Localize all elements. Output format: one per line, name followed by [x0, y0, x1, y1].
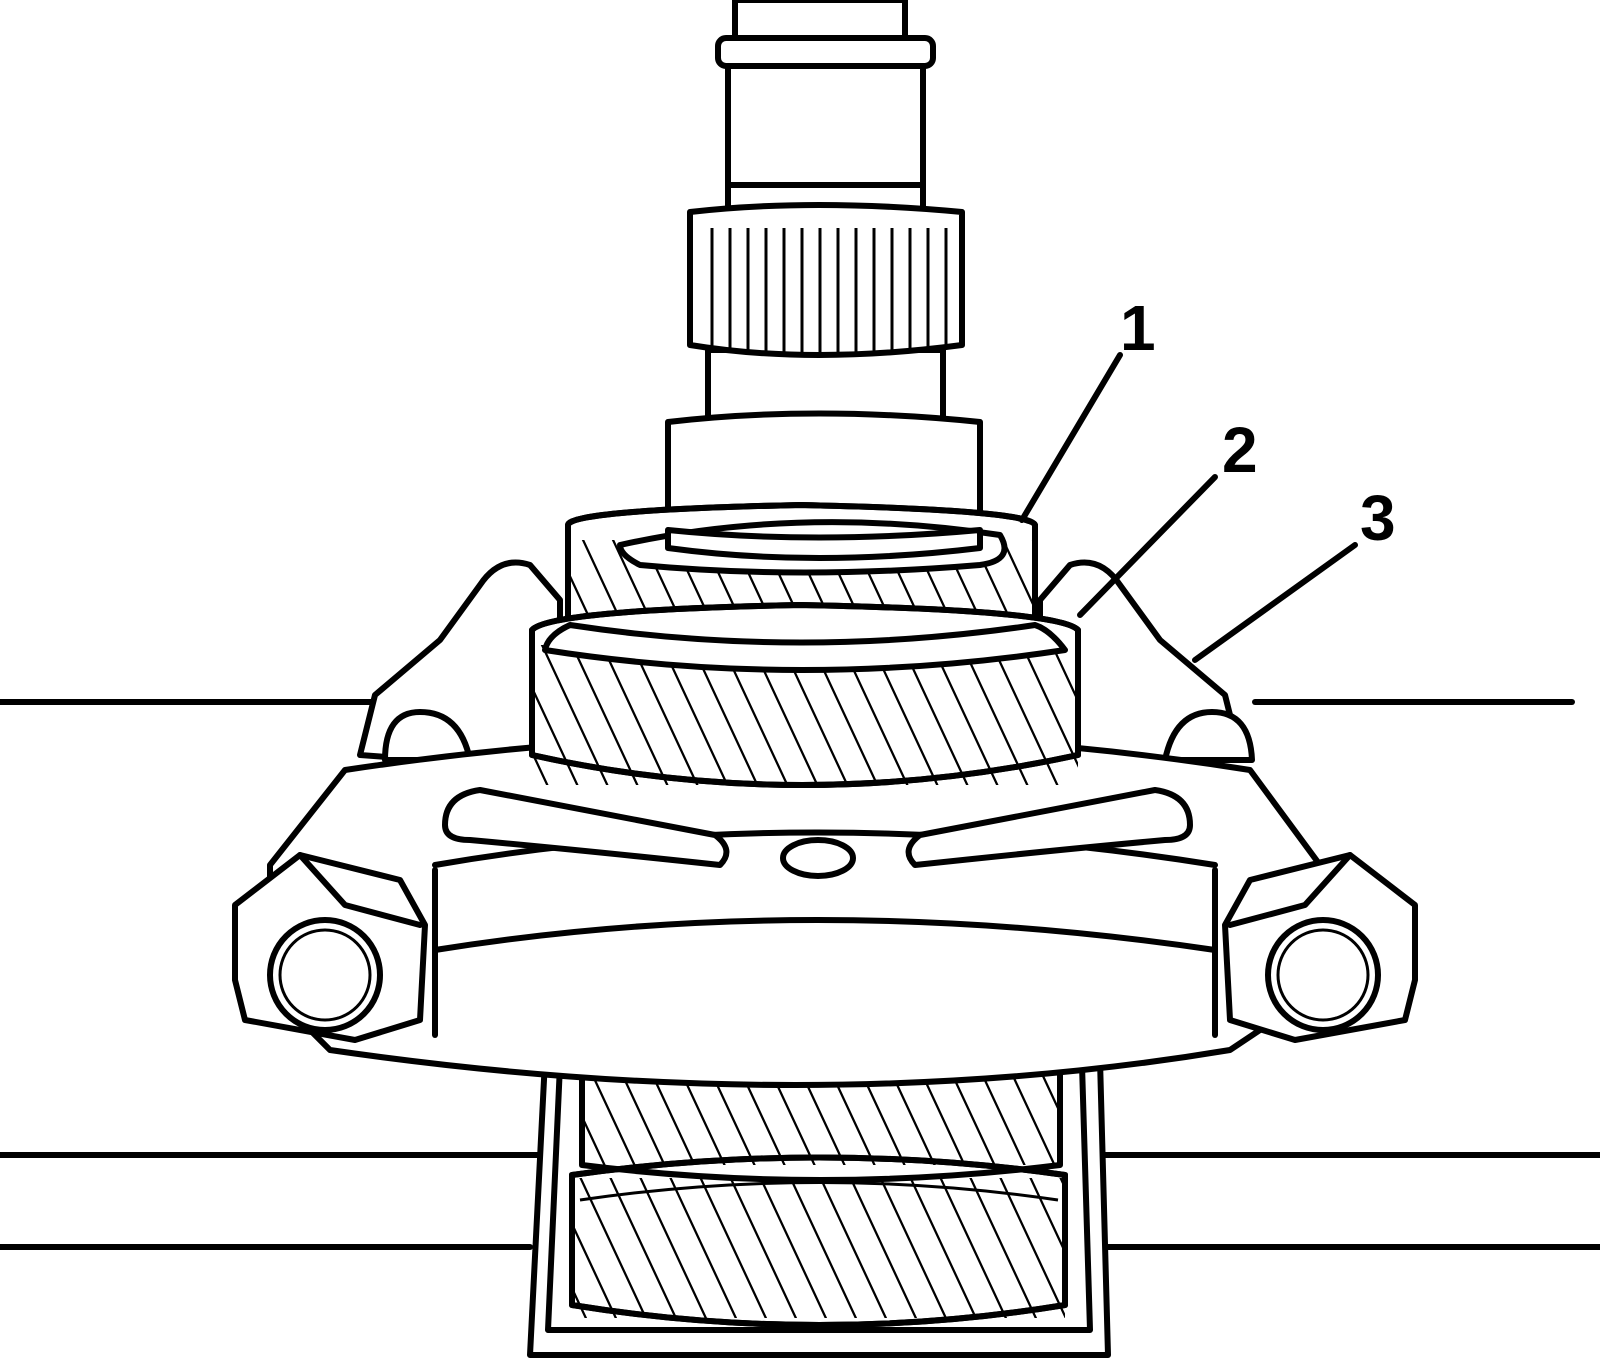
lower-gear — [529, 602, 1081, 788]
bearing-separator — [232, 559, 1418, 1088]
shaft — [665, 0, 983, 571]
callout-3: 3 — [1360, 482, 1396, 554]
leader-lines — [1019, 352, 1358, 663]
spline-teeth — [710, 228, 948, 356]
callout-1: 1 — [1120, 292, 1156, 364]
bench-lines — [0, 699, 1600, 1250]
callout-2: 2 — [1222, 414, 1258, 486]
